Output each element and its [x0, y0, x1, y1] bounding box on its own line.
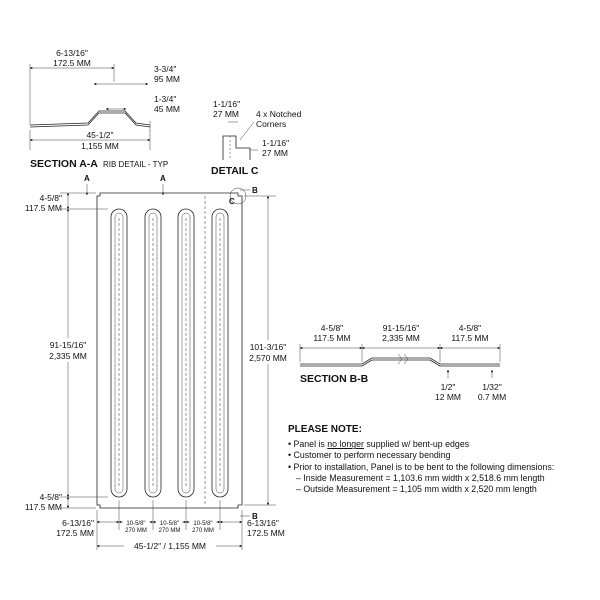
bb-right-in: 4-5/8"	[459, 323, 481, 333]
total-length-in: 101-3/16"	[250, 342, 287, 352]
detail-c-note-2: Corners	[256, 119, 286, 129]
note-bullet-2-text: Customer to perform necessary bending	[293, 450, 451, 461]
rib-2-inner	[148, 212, 158, 494]
edge-left-in: 6-13/16"	[62, 518, 94, 528]
bb-break-1	[397, 353, 403, 365]
rib-2-outer	[144, 208, 162, 498]
note-bullet-3-text: Prior to installation, Panel is to be be…	[293, 461, 555, 472]
bb-right-mm: 117.5 MM	[451, 333, 488, 343]
detail-c-top-in: 1-1/16"	[213, 99, 240, 109]
section-aa: 6-13/16" 172.5 MM 3-3/4" 95 MM 1-3/4" 45…	[29, 48, 180, 170]
aa-bottom-width-mm: 1,155 MM	[81, 141, 119, 151]
bb-middle-in: 91-15/16"	[383, 323, 420, 333]
rib-3-inner	[181, 212, 191, 494]
detail-c: 1-1/16" 27 MM 4 x Notched Corners 1-1/16…	[211, 99, 302, 177]
marker-a-right: A	[160, 174, 166, 183]
detail-c-side-mm: 27 MM	[262, 148, 288, 158]
spacing-1-in: 10-5/8"	[126, 521, 145, 527]
note-bullet-1-post: supplied w/ bent-up edges	[363, 439, 470, 450]
rib-2	[144, 208, 162, 498]
rib-length-mm: 2,335 MM	[49, 351, 87, 361]
spacing-2-bg	[156, 517, 182, 534]
note-bullet-1-pre: Panel is	[293, 439, 328, 450]
aa-rib-outer-mm: 95 MM	[154, 74, 180, 84]
note-sub-2: – Outside Measurement = 1,105 mm width x…	[296, 484, 537, 495]
aa-top-width-in: 6-13/16"	[56, 48, 88, 58]
aa-profile-inner	[29, 112, 151, 128]
edge-right-in: 6-13/16"	[247, 518, 279, 528]
rib-4	[211, 208, 229, 498]
bb-thickness-mm: 0.7 MM	[478, 392, 506, 402]
rib-length-bg	[44, 338, 94, 362]
section-bb: 4-5/8" 117.5 MM 91-15/16" 2,335 MM 4-5/8…	[299, 323, 506, 402]
note-bullet-3: • Prior to installation, Panel is to be …	[288, 461, 555, 472]
notes-block: PLEASE NOTE: • Panel is no longer suppli…	[288, 424, 588, 495]
aa-profile	[29, 110, 151, 126]
bottom-margin-in: 4-5/8"	[40, 492, 62, 502]
aa-rib-inner-in: 1-3/4"	[154, 94, 176, 104]
aa-top-width-mm: 172.5 MM	[53, 58, 91, 68]
top-margin-in: 4-5/8"	[40, 193, 62, 203]
rib-4-inner	[215, 212, 225, 494]
spacing-2-in: 10-5/8"	[160, 521, 179, 527]
bb-thickness-in: 1/32"	[482, 382, 502, 392]
spacing-3-mm: 270 MM	[192, 528, 214, 534]
note-bullet-2: • Customer to perform necessary bending	[288, 450, 451, 461]
note-bullet-1: • Panel is no longer supplied w/ bent-up…	[288, 439, 470, 450]
detail-c-title: DETAIL C	[211, 165, 259, 177]
bottom-margin-mm: 117.5 MM	[25, 502, 62, 512]
note-sub-1: – Inside Measurement = 1,103.6 mm width …	[296, 472, 545, 483]
rib-3-outer	[177, 208, 195, 498]
rib-4-outer	[211, 208, 229, 498]
spacing-3-bg	[190, 517, 216, 534]
bb-left-in: 4-5/8"	[321, 323, 343, 333]
marker-a-left: A	[84, 174, 90, 183]
detail-c-note-1: 4 x Notched	[256, 109, 302, 119]
marker-b-bottom: B	[252, 512, 258, 521]
rib-1-inner	[114, 212, 124, 494]
bb-profile-inner	[300, 359, 500, 367]
bb-profile	[300, 357, 500, 365]
edge-right-mm: 172.5 MM	[247, 528, 285, 538]
notes-heading: PLEASE NOTE:	[288, 424, 362, 435]
marker-b-top: B	[252, 186, 258, 195]
detail-c-corner	[222, 135, 251, 160]
rib-3	[177, 208, 195, 498]
bb-depth-mm: 12 MM	[435, 392, 461, 402]
spacing-3-in: 10-5/8"	[193, 521, 212, 527]
note-bullet-1-underline: no longer	[327, 439, 364, 450]
total-length-bg	[244, 340, 294, 364]
rib-1-outer	[110, 208, 128, 498]
detail-c-leader	[239, 121, 255, 141]
total-width: 45-1/2" / 1,155 MM	[134, 541, 206, 551]
aa-rib-outer-in: 3-3/4"	[154, 64, 176, 74]
aa-rib-inner-mm: 45 MM	[154, 104, 180, 114]
section-aa-title: SECTION A-A	[30, 158, 98, 170]
rib-1	[110, 208, 128, 498]
spacing-2-mm: 270 MM	[159, 528, 181, 534]
panel-outline	[96, 192, 243, 509]
detail-c-side-in: 1-1/16"	[262, 138, 289, 148]
total-length-mm: 2,570 MM	[249, 353, 287, 363]
top-margin-mm: 117.5 MM	[25, 203, 62, 213]
total-width-bg	[124, 540, 216, 552]
detail-c-top-mm: 27 MM	[213, 109, 239, 119]
bb-depth-in: 1/2"	[441, 382, 456, 392]
rib-length-in: 91-15/16"	[50, 340, 87, 350]
spacing-1-bg	[123, 517, 149, 534]
spacing-1-mm: 270 MM	[125, 528, 147, 534]
aa-bottom-width-in: 45-1/2"	[86, 130, 113, 140]
bb-left-mm: 117.5 MM	[313, 333, 350, 343]
section-bb-title: SECTION B-B	[300, 373, 369, 385]
bb-break-2	[403, 353, 409, 365]
section-aa-subtitle: RIB DETAIL - TYP	[103, 160, 168, 169]
bb-middle-mm: 2,335 MM	[382, 333, 420, 343]
edge-left-mm: 172.5 MM	[56, 528, 94, 538]
panel-view: A A B B C	[25, 174, 294, 552]
